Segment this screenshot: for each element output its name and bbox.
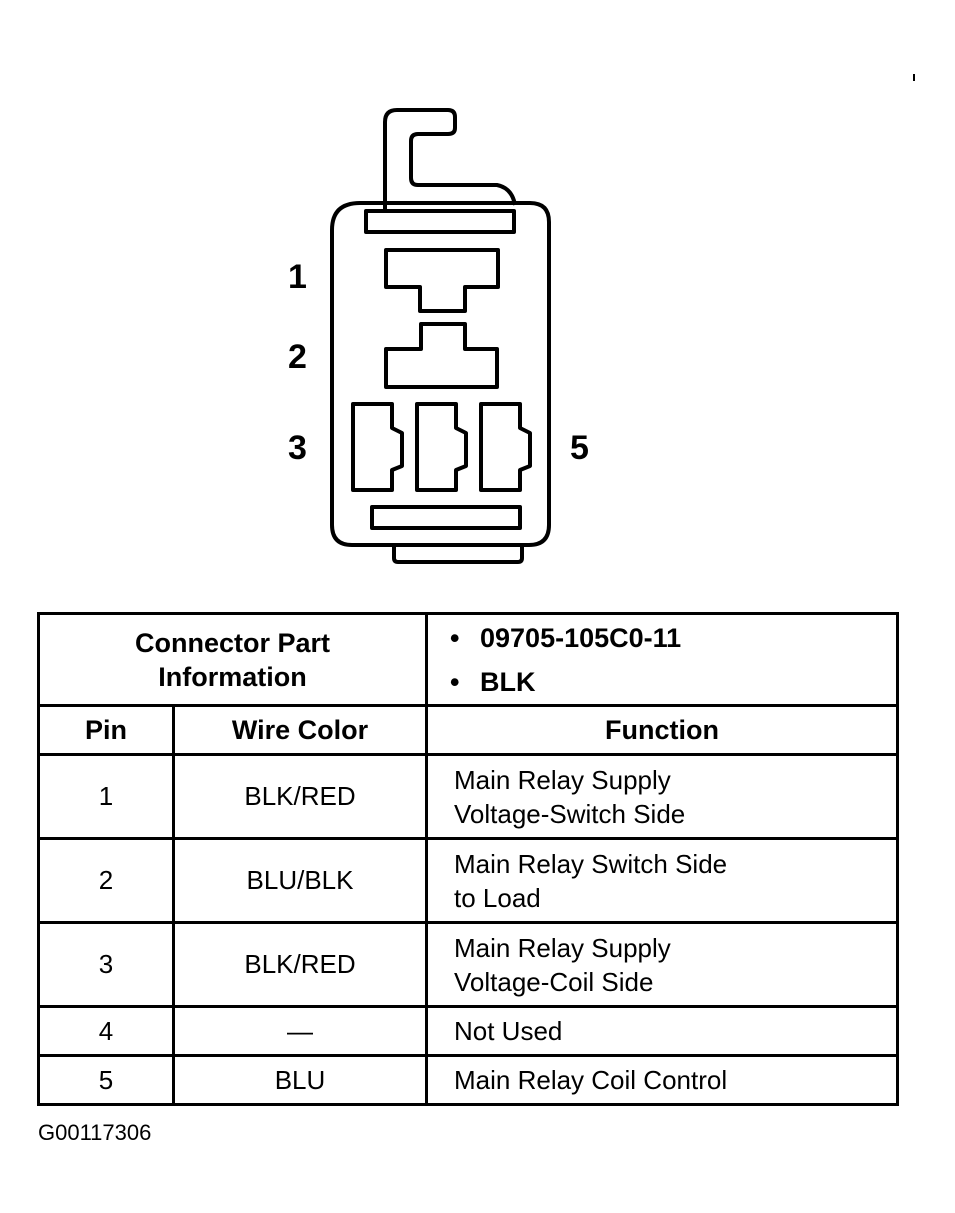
pin-label-3: 3	[288, 429, 307, 467]
pin-label-5: 5	[570, 429, 589, 467]
pin-3-terminal	[351, 402, 404, 492]
function-line: Main Relay Supply	[454, 764, 671, 795]
pin-cell: 3	[37, 921, 175, 1008]
part-number: 09705-105C0-11	[450, 616, 896, 660]
table-row: 2 BLU/BLK Main Relay Switch Side to Load	[37, 837, 899, 924]
table-row: 1 BLK/RED Main Relay Supply Voltage-Swit…	[37, 753, 899, 840]
housing-foot	[392, 545, 524, 564]
wire-color-cell: BLK/RED	[172, 753, 428, 840]
function-line: Voltage-Switch Side	[454, 798, 686, 829]
connector-info-table: Connector Part Information 09705-105C0-1…	[37, 612, 899, 1106]
function-cell: Main Relay Supply Voltage-Coil Side	[425, 921, 899, 1008]
function-cell: Main Relay Supply Voltage-Switch Side	[425, 753, 899, 840]
function-cell: Main Relay Coil Control	[425, 1054, 899, 1106]
stray-mark	[913, 74, 915, 81]
wire-color-cell: BLU	[172, 1054, 428, 1106]
function-line: Main Relay Coil Control	[454, 1065, 728, 1095]
connector-part-heading: Connector Part Information	[37, 612, 428, 707]
pin-column-header: Pin	[37, 704, 175, 756]
wire-color-cell: —	[172, 1005, 428, 1057]
bottom-slot	[370, 505, 522, 530]
connector-color: BLK	[450, 660, 896, 704]
pin-label-1: 1	[288, 258, 307, 296]
pin-5-terminal	[479, 402, 532, 492]
table-header-row: Pin Wire Color Function	[37, 704, 899, 756]
function-line: Voltage-Coil Side	[454, 966, 654, 997]
pin-1-terminal	[384, 248, 500, 313]
table-row: 3 BLK/RED Main Relay Supply Voltage-Coil…	[37, 921, 899, 1008]
latch-tab	[383, 108, 517, 210]
wire-color-cell: BLU/BLK	[172, 837, 428, 924]
wire-color-column-header: Wire Color	[172, 704, 428, 756]
function-cell: Main Relay Switch Side to Load	[425, 837, 899, 924]
pin-cell: 5	[37, 1054, 175, 1106]
pin-label-2: 2	[288, 338, 307, 376]
table-row: 4 — Not Used	[37, 1005, 899, 1057]
pin-4-terminal	[415, 402, 468, 492]
function-column-header: Function	[425, 704, 899, 756]
wire-color-cell: BLK/RED	[172, 921, 428, 1008]
function-line: Main Relay Switch Side	[454, 848, 728, 879]
connector-face-diagram	[330, 108, 551, 564]
function-cell: Not Used	[425, 1005, 899, 1057]
connector-housing	[330, 201, 551, 547]
function-line: Not Used	[454, 1016, 563, 1046]
table-row: 5 BLU Main Relay Coil Control	[37, 1054, 899, 1106]
function-line: Main Relay Supply	[454, 932, 671, 963]
pin-cell: 1	[37, 753, 175, 840]
connector-part-row: Connector Part Information 09705-105C0-1…	[37, 612, 899, 707]
connector-part-heading-text: Connector Part Information	[134, 627, 331, 692]
pin-cell: 4	[37, 1005, 175, 1057]
connector-part-details: 09705-105C0-11 BLK	[425, 612, 899, 707]
figure-id: G00117306	[38, 1120, 152, 1145]
top-slot	[364, 209, 516, 234]
function-line: to Load	[454, 882, 541, 913]
pin-2-terminal	[384, 322, 499, 389]
pin-cell: 2	[37, 837, 175, 924]
